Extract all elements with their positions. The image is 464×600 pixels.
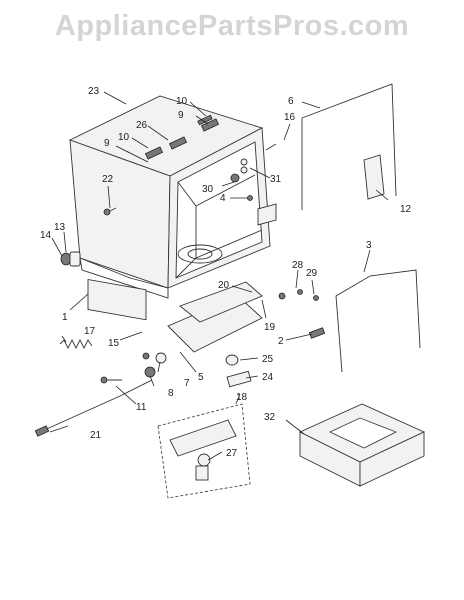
callout-9: 9 [178, 110, 184, 121]
callout-23: 23 [88, 86, 100, 97]
callout-10: 10 [118, 132, 130, 143]
callout-32: 32 [264, 412, 276, 423]
callout-4: 4 [220, 193, 226, 204]
callout-28: 28 [292, 260, 304, 271]
callout-27: 27 [226, 448, 238, 459]
callout-9: 9 [104, 138, 110, 149]
callout-18: 18 [236, 392, 248, 403]
valve-parts [225, 354, 252, 388]
small-fittings [230, 143, 277, 201]
callout-15: 15 [108, 338, 120, 349]
callout-14: 14 [40, 230, 52, 241]
callout-5: 5 [198, 372, 204, 383]
fasteners [257, 203, 326, 339]
clip-parts [142, 352, 167, 378]
callout-8: 8 [168, 388, 174, 399]
screw-part [100, 376, 122, 384]
callout-3: 3 [366, 240, 372, 251]
callout-10: 10 [176, 96, 188, 107]
callout-7: 7 [184, 378, 190, 389]
callout-21: 21 [90, 430, 102, 441]
pump-box-18 [157, 403, 251, 499]
callout-12: 12 [400, 204, 412, 215]
callout-30: 30 [202, 184, 214, 195]
callout-26: 26 [136, 120, 148, 131]
callout-13: 13 [54, 222, 66, 233]
callout-25: 25 [262, 354, 274, 365]
callout-16: 16 [284, 112, 296, 123]
inlet-fitting [60, 251, 81, 267]
cable-part [34, 379, 153, 437]
callout-1: 1 [62, 312, 68, 323]
gasket-3 [335, 269, 421, 373]
leader-lines [49, 91, 389, 461]
bracket-plate [179, 281, 263, 323]
spring-part [59, 338, 93, 350]
callout-11: 11 [136, 402, 147, 413]
callout-19: 19 [264, 322, 276, 333]
callout-20: 20 [218, 280, 230, 291]
base-32 [298, 403, 426, 487]
callout-17: 17 [84, 326, 96, 337]
callout-22: 22 [102, 174, 114, 185]
callout-24: 24 [262, 372, 274, 383]
tube-12 [363, 154, 385, 200]
callout-2: 2 [278, 336, 284, 347]
callout-6: 6 [288, 96, 294, 107]
callout-31: 31 [270, 174, 282, 185]
gasket-6 [301, 83, 397, 210]
watermark: AppliancePartsPros.com [54, 10, 410, 42]
callout-labels: 23 10 9 26 10 9 6 16 22 30 31 4 12 13 14… [40, 86, 412, 459]
callout-29: 29 [306, 268, 318, 279]
